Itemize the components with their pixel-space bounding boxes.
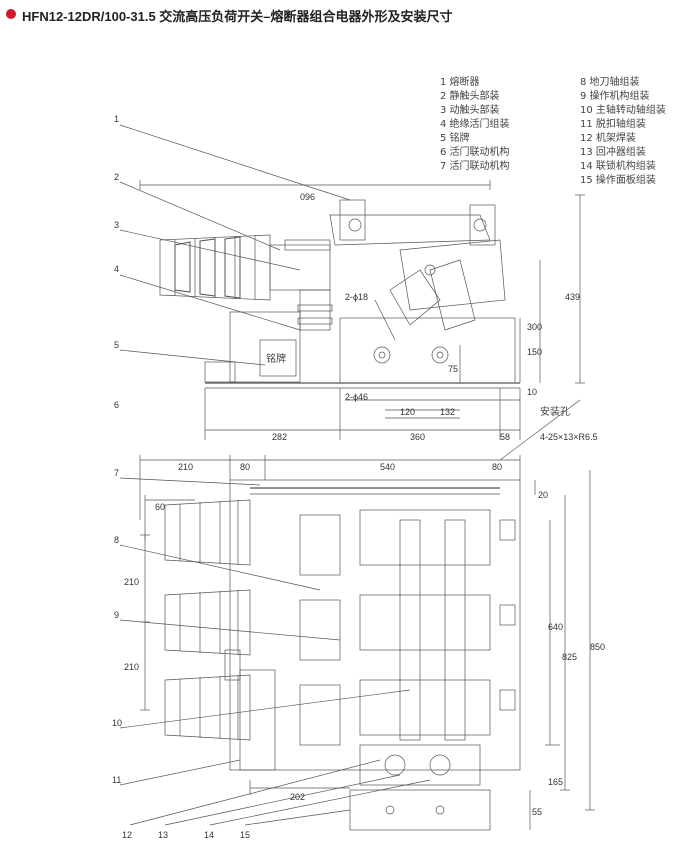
fuse-insulator	[159, 234, 271, 301]
static-contact	[269, 244, 331, 291]
mount-hole-spec: 4-25×13×R6.5	[540, 432, 598, 442]
legend-item: 14 联锁机构组装	[580, 159, 656, 172]
legend-item: 6 活门联动机构	[440, 145, 510, 158]
dim-210-top: 210	[178, 462, 193, 472]
mount-hole-label: 安装孔	[540, 405, 570, 418]
dim-55: 55	[532, 807, 542, 817]
phase-a-assembly	[359, 509, 491, 566]
dim-80-left: 80	[240, 462, 250, 472]
insulator-column	[299, 289, 331, 331]
dim-120: 120	[400, 407, 415, 417]
dim-2phi46: 2-ϕ46	[345, 392, 368, 402]
callout-8: 8	[114, 535, 119, 545]
legend-item: 3 动触头部装	[440, 103, 500, 116]
dim-58: 58	[500, 432, 510, 442]
legend-item: 10 主轴转动轴组装	[580, 103, 666, 116]
callout-15: 15	[240, 830, 250, 840]
legend-item: 9 操作机构组装	[580, 89, 650, 102]
legend-item: 11 脱扣轴组装	[580, 117, 646, 130]
legend-item: 4 绝缘活门组装	[440, 117, 510, 130]
dim-300: 300	[527, 322, 542, 332]
dim-20: 20	[538, 490, 548, 500]
dim-2phi18: 2-ϕ18	[345, 292, 368, 302]
legend-item: 1 熔断器	[440, 75, 480, 88]
nameplate-label: 铭牌	[266, 352, 286, 365]
fuse-insulator-phase-c	[164, 674, 251, 741]
fuse-insulator-phase-a	[164, 499, 251, 566]
callout-1: 1	[114, 114, 119, 124]
legend-item: 15 操作面板组装	[580, 173, 656, 186]
phase-c-assembly	[359, 679, 491, 736]
callout-7: 7	[114, 468, 119, 478]
callout-numbers: 1 2 3 4 5 6 7 8 9 10 11 12 13 14 15	[112, 114, 250, 840]
callout-9: 9	[114, 610, 119, 620]
callout-4: 4	[114, 264, 119, 274]
legend-item: 5 铭牌	[440, 131, 470, 144]
dim-540: 540	[380, 462, 395, 472]
dim-640: 640	[548, 622, 563, 632]
dim-360: 360	[410, 432, 425, 442]
dim-132: 132	[440, 407, 455, 417]
dim-210-b: 210	[124, 662, 139, 672]
dim-439: 439	[565, 292, 580, 302]
operating-panel	[349, 789, 491, 831]
dim-202: 202	[290, 792, 305, 802]
dim-850: 850	[590, 642, 605, 652]
dim-282: 282	[272, 432, 287, 442]
page-title: HFN12-12DR/100-31.5 交流高压负荷开关–熔断器组合电器外形及安…	[22, 9, 453, 24]
callout-6: 6	[114, 400, 119, 410]
nameplate-box	[259, 339, 297, 377]
callout-11: 11	[112, 775, 121, 785]
top-dimensions: 096 439 300 150 75 10 2-ϕ18 2-ϕ46 120 13…	[272, 192, 598, 442]
legend-item: 13 回冲器组装	[580, 145, 646, 158]
dim-150: 150	[527, 347, 542, 357]
callout-2: 2	[114, 172, 119, 182]
side-elevation-view	[119, 124, 585, 461]
switch-frame	[229, 479, 521, 771]
legend-item: 12 机架焊装	[580, 131, 636, 144]
dim-165: 165	[548, 777, 563, 787]
dim-60: 60	[155, 502, 165, 512]
callout-13: 13	[158, 830, 168, 840]
dim-210-a: 210	[124, 577, 139, 587]
frame-block	[339, 317, 516, 384]
callout-12: 12	[122, 830, 132, 840]
front-elevation-view	[119, 455, 595, 831]
parts-legend: 1 熔断器 2 静触头部装 3 动触头部装 4 绝缘活门组装 5 铭牌 6 活门…	[440, 75, 666, 186]
callout-5: 5	[114, 340, 119, 350]
callout-3: 3	[114, 220, 119, 230]
legend-item: 7 活门联动机构	[440, 159, 510, 172]
dim-75: 75	[448, 364, 458, 374]
title-bullet	[6, 9, 16, 19]
callout-14: 14	[204, 830, 214, 840]
dim-096: 096	[300, 192, 315, 202]
phase-b-assembly	[359, 594, 491, 651]
dim-825: 825	[562, 652, 577, 662]
operating-mechanism	[359, 744, 481, 786]
front-panel	[229, 311, 301, 383]
callout-10: 10	[112, 718, 122, 728]
linkage-assembly	[399, 239, 506, 311]
bottom-dimensions: 210 80 540 80 60 20 210 210 640 825 850 …	[124, 462, 605, 817]
dim-80-right: 80	[492, 462, 502, 472]
moving-contact-arm	[329, 214, 491, 246]
legend-item: 8 地刀轴组装	[580, 75, 640, 88]
dim-10: 10	[527, 387, 537, 397]
legend-item: 2 静触头部装	[440, 89, 500, 102]
fuse-insulator-phase-b	[164, 589, 251, 656]
